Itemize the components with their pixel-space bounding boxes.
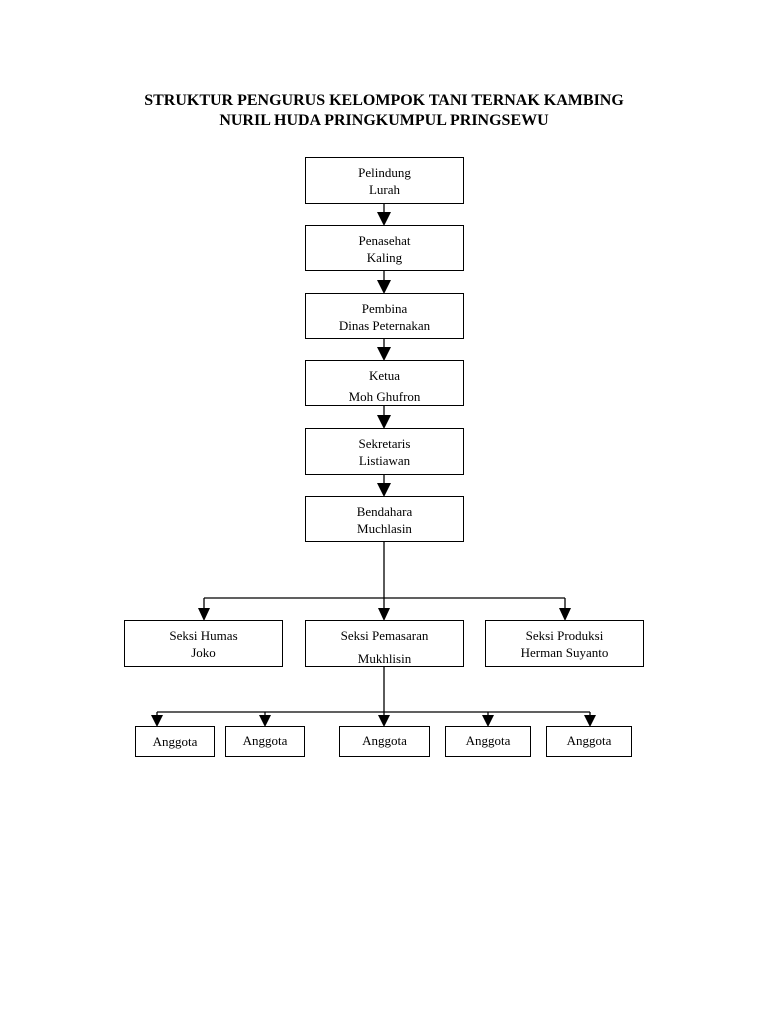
person-name: Dinas Peternakan [338,318,431,333]
box-ketua: Ketua Moh Ghufron [305,360,464,406]
role-label: Pelindung [358,165,411,180]
person-name: Joko [191,645,216,660]
box-anggota-2: Anggota [225,726,305,757]
role-label: Penasehat [358,233,411,248]
chart-title-line-1: STRUKTUR PENGURUS KELOMPOK TANI TERNAK K… [144,92,624,109]
role-label: Seksi Produksi [525,628,604,643]
box-anggota-5: Anggota [546,726,632,757]
arrowhead-down [378,715,390,727]
role-label: Bendahara [356,504,413,519]
chart-title-line-2: NURIL HUDA PRINGKUMPUL PRINGSEWU [219,112,549,129]
role-label: Pembina [361,301,408,316]
person-name: Kaling [366,250,403,265]
arrowhead-down [151,715,163,727]
person-name: Listiawan [358,453,411,468]
role-label: Ketua [368,368,401,383]
role-label: Seksi Humas [169,628,238,643]
box-pembina: Pembina Dinas Peternakan [305,293,464,339]
person-name: Muchlasin [357,521,412,536]
person-name: Herman Suyanto [520,645,609,660]
box-seksi-pemasaran: Seksi Pemasaran Mukhlisin [305,620,464,667]
box-bendahara: Bendahara Muchlasin [305,496,464,542]
box-anggota-1: Anggota [135,726,215,757]
box-seksi-humas: Seksi Humas Joko [124,620,283,667]
arrowhead-down [584,715,596,727]
person-name: Moh Ghufron [348,389,421,404]
box-sekretaris: Sekretaris Listiawan [305,428,464,475]
person-name: Lurah [368,182,401,197]
arrowhead-down [377,415,391,429]
arrowhead-down [377,280,391,294]
role-label: Seksi Pemasaran [340,628,429,643]
arrowhead-down [378,608,390,621]
arrowhead-down [259,715,271,727]
role-label: Sekretaris [358,436,411,451]
box-anggota-4: Anggota [445,726,531,757]
arrowhead-down [559,608,571,621]
box-seksi-produksi: Seksi Produksi Herman Suyanto [485,620,644,667]
arrowhead-down [198,608,210,621]
arrowhead-down [482,715,494,727]
person-name: Mukhlisin [357,651,412,666]
box-anggota-3: Anggota [339,726,430,757]
arrowhead-down [377,483,391,497]
box-pelindung: Pelindung Lurah [305,157,464,204]
arrowhead-down [377,212,391,226]
arrowhead-down [377,347,391,361]
box-penasehat: Penasehat Kaling [305,225,464,271]
